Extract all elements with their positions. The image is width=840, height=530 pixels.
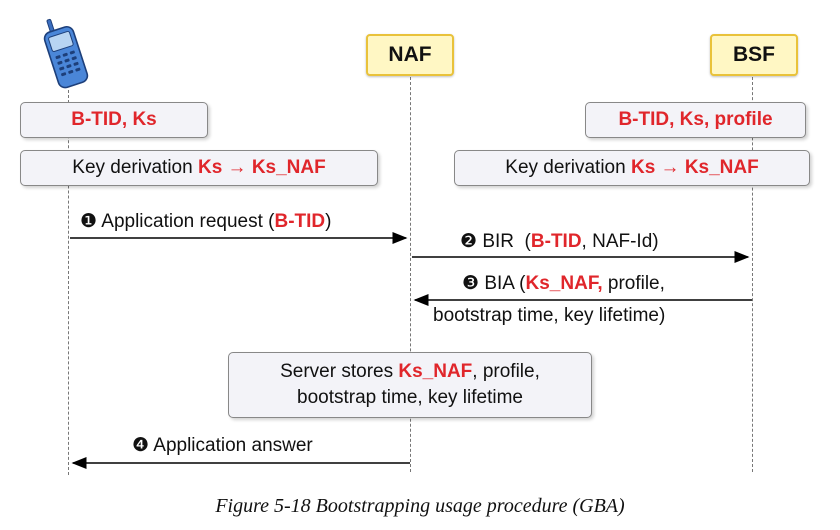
bsf-lifeline: [752, 72, 753, 472]
ue-derivation-formula: Ks → Ks_NAF: [197, 157, 326, 178]
ue-derivation-prefix: Key derivation: [72, 157, 198, 178]
msg1-text: Application request (: [97, 211, 275, 232]
bsf-derivation-formula: Ks → Ks_NAF: [630, 157, 759, 178]
msg-bir: ❷ BIR (B-TID, NAF-Id): [460, 230, 659, 253]
mobile-phone-icon: [40, 14, 92, 95]
msg3-text: BIA (: [479, 273, 526, 294]
naf-store-box: Server stores Ks_NAF, profile, bootstrap…: [228, 352, 592, 418]
bsf-derivation-box: Key derivation Ks → Ks_NAF: [454, 150, 810, 186]
msg-bia: ❸ BIA (Ks_NAF, profile,: [462, 272, 665, 295]
naf-store-red: Ks_NAF: [398, 361, 473, 382]
naf-store-prefix: Server stores: [280, 361, 399, 382]
ue-derivation-box: Key derivation Ks → Ks_NAF: [20, 150, 378, 186]
ue-keys-text: B-TID, Ks: [71, 109, 157, 130]
figure-caption: Figure 5-18 Bootstrapping usage procedur…: [215, 495, 625, 517]
msg3-suffix: profile,: [602, 273, 665, 294]
msg2-red: B-TID: [530, 231, 582, 252]
bsf-participant: BSF: [710, 34, 798, 76]
step-2-icon: ❷: [460, 231, 478, 252]
step-1-icon: ❶: [80, 211, 98, 232]
msg2-text: BIR (: [477, 231, 531, 252]
msg-application-request: ❶ Application request (B-TID): [80, 210, 331, 233]
msg1-suffix: ): [325, 211, 332, 232]
naf-store-line2: bootstrap time, key lifetime: [297, 387, 523, 408]
msg-application-answer: ❹ Application answer: [132, 434, 313, 457]
bsf-keys-box: B-TID, Ks, profile: [585, 102, 806, 138]
naf-participant: NAF: [366, 34, 454, 76]
msg-bia-line2: bootstrap time, key lifetime): [433, 305, 666, 326]
msg3-red: Ks_NAF,: [525, 273, 603, 294]
msg4-text: Application answer: [149, 435, 313, 456]
ue-keys-box: B-TID, Ks: [20, 102, 208, 138]
step-4-icon: ❹: [132, 435, 150, 456]
naf-store-line1: Server stores Ks_NAF, profile,: [280, 359, 540, 385]
ue-lifeline: [68, 90, 69, 475]
bsf-derivation-prefix: Key derivation: [505, 157, 631, 178]
msg2-suffix: , NAF-Id): [581, 231, 659, 252]
naf-label: NAF: [388, 43, 432, 66]
step-3-icon: ❸: [462, 273, 480, 294]
bsf-label: BSF: [733, 43, 775, 66]
msg1-red: B-TID: [274, 211, 326, 232]
naf-lifeline: [410, 72, 411, 472]
bsf-keys-text: B-TID, Ks, profile: [618, 109, 773, 130]
naf-store-suffix: , profile,: [472, 361, 540, 382]
